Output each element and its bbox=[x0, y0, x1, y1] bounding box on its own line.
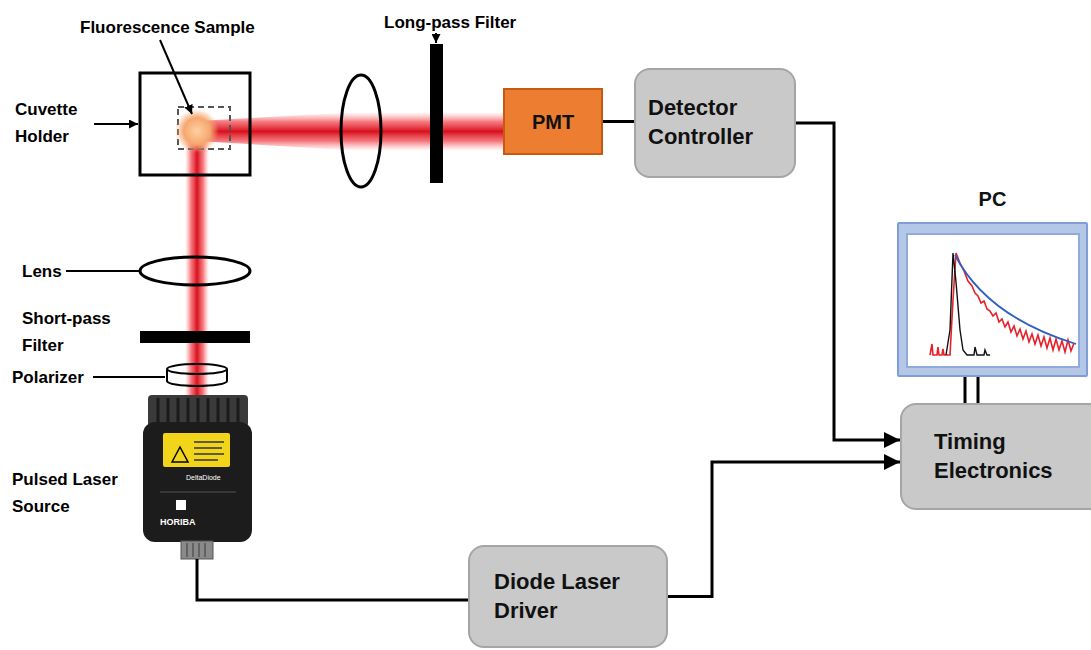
node-label: Diode Laser Driver bbox=[494, 568, 650, 625]
label-fine-print bbox=[194, 442, 224, 460]
node-label: PC bbox=[899, 186, 1086, 212]
part-label: Cuvette Holder bbox=[15, 96, 93, 150]
polarizer-top bbox=[167, 364, 227, 374]
part-label: Fluorescence Sample bbox=[80, 14, 255, 41]
laser-logo-mark bbox=[176, 500, 186, 510]
part-label: Polarizer bbox=[12, 364, 84, 391]
leader-line bbox=[94, 123, 138, 125]
laser-panel-line bbox=[160, 492, 236, 493]
screen bbox=[907, 234, 1079, 367]
leader-line bbox=[160, 40, 192, 114]
collection-lens bbox=[341, 75, 381, 187]
driver-box: Diode Laser Driver bbox=[468, 545, 668, 648]
instrument-response bbox=[946, 253, 990, 355]
warning-triangle bbox=[172, 447, 188, 462]
computer-monitor: PC bbox=[897, 222, 1088, 377]
node-label: Detector Controller bbox=[648, 94, 782, 151]
part-label: Short-pass Filter bbox=[22, 305, 127, 359]
excitation-beam bbox=[185, 131, 209, 397]
part-label: Lens bbox=[22, 258, 62, 285]
long-pass-filter bbox=[430, 44, 443, 183]
part-label: Pulsed Laser Source bbox=[12, 466, 137, 520]
leader-line bbox=[66, 270, 139, 272]
laser-head-ridges bbox=[158, 398, 238, 424]
leader-line bbox=[435, 33, 437, 43]
node-label: PMT bbox=[513, 109, 593, 135]
decay-data bbox=[930, 253, 1074, 355]
short-pass-filter bbox=[140, 331, 250, 343]
connector-ridges bbox=[187, 543, 205, 557]
node-label: Timing Electronics bbox=[934, 428, 1065, 485]
brand-name: HORIBA bbox=[160, 517, 196, 528]
laser-body bbox=[143, 422, 252, 542]
cuvette-holder bbox=[140, 73, 250, 175]
timing-box: Timing Electronics bbox=[900, 403, 1091, 510]
part-label: Long-pass Filter bbox=[384, 9, 516, 36]
signal-connector bbox=[668, 462, 900, 597]
fit-curve bbox=[955, 255, 1076, 344]
laser-warning-label bbox=[163, 433, 230, 467]
laser-cable bbox=[197, 559, 468, 600]
polarizer bbox=[167, 369, 227, 386]
laser-connector bbox=[181, 541, 213, 559]
fluorescence-sample bbox=[175, 109, 219, 153]
signal-connector bbox=[796, 123, 900, 440]
signal-connector bbox=[965, 377, 978, 403]
focusing-lens bbox=[140, 257, 250, 285]
signal-connector bbox=[603, 120, 634, 123]
detector-box: PMT bbox=[503, 88, 603, 155]
model-name: DeltaDiode bbox=[186, 473, 221, 482]
leader-line bbox=[93, 376, 165, 378]
controller-box: Detector Controller bbox=[634, 68, 796, 178]
emission-beam bbox=[197, 112, 505, 151]
